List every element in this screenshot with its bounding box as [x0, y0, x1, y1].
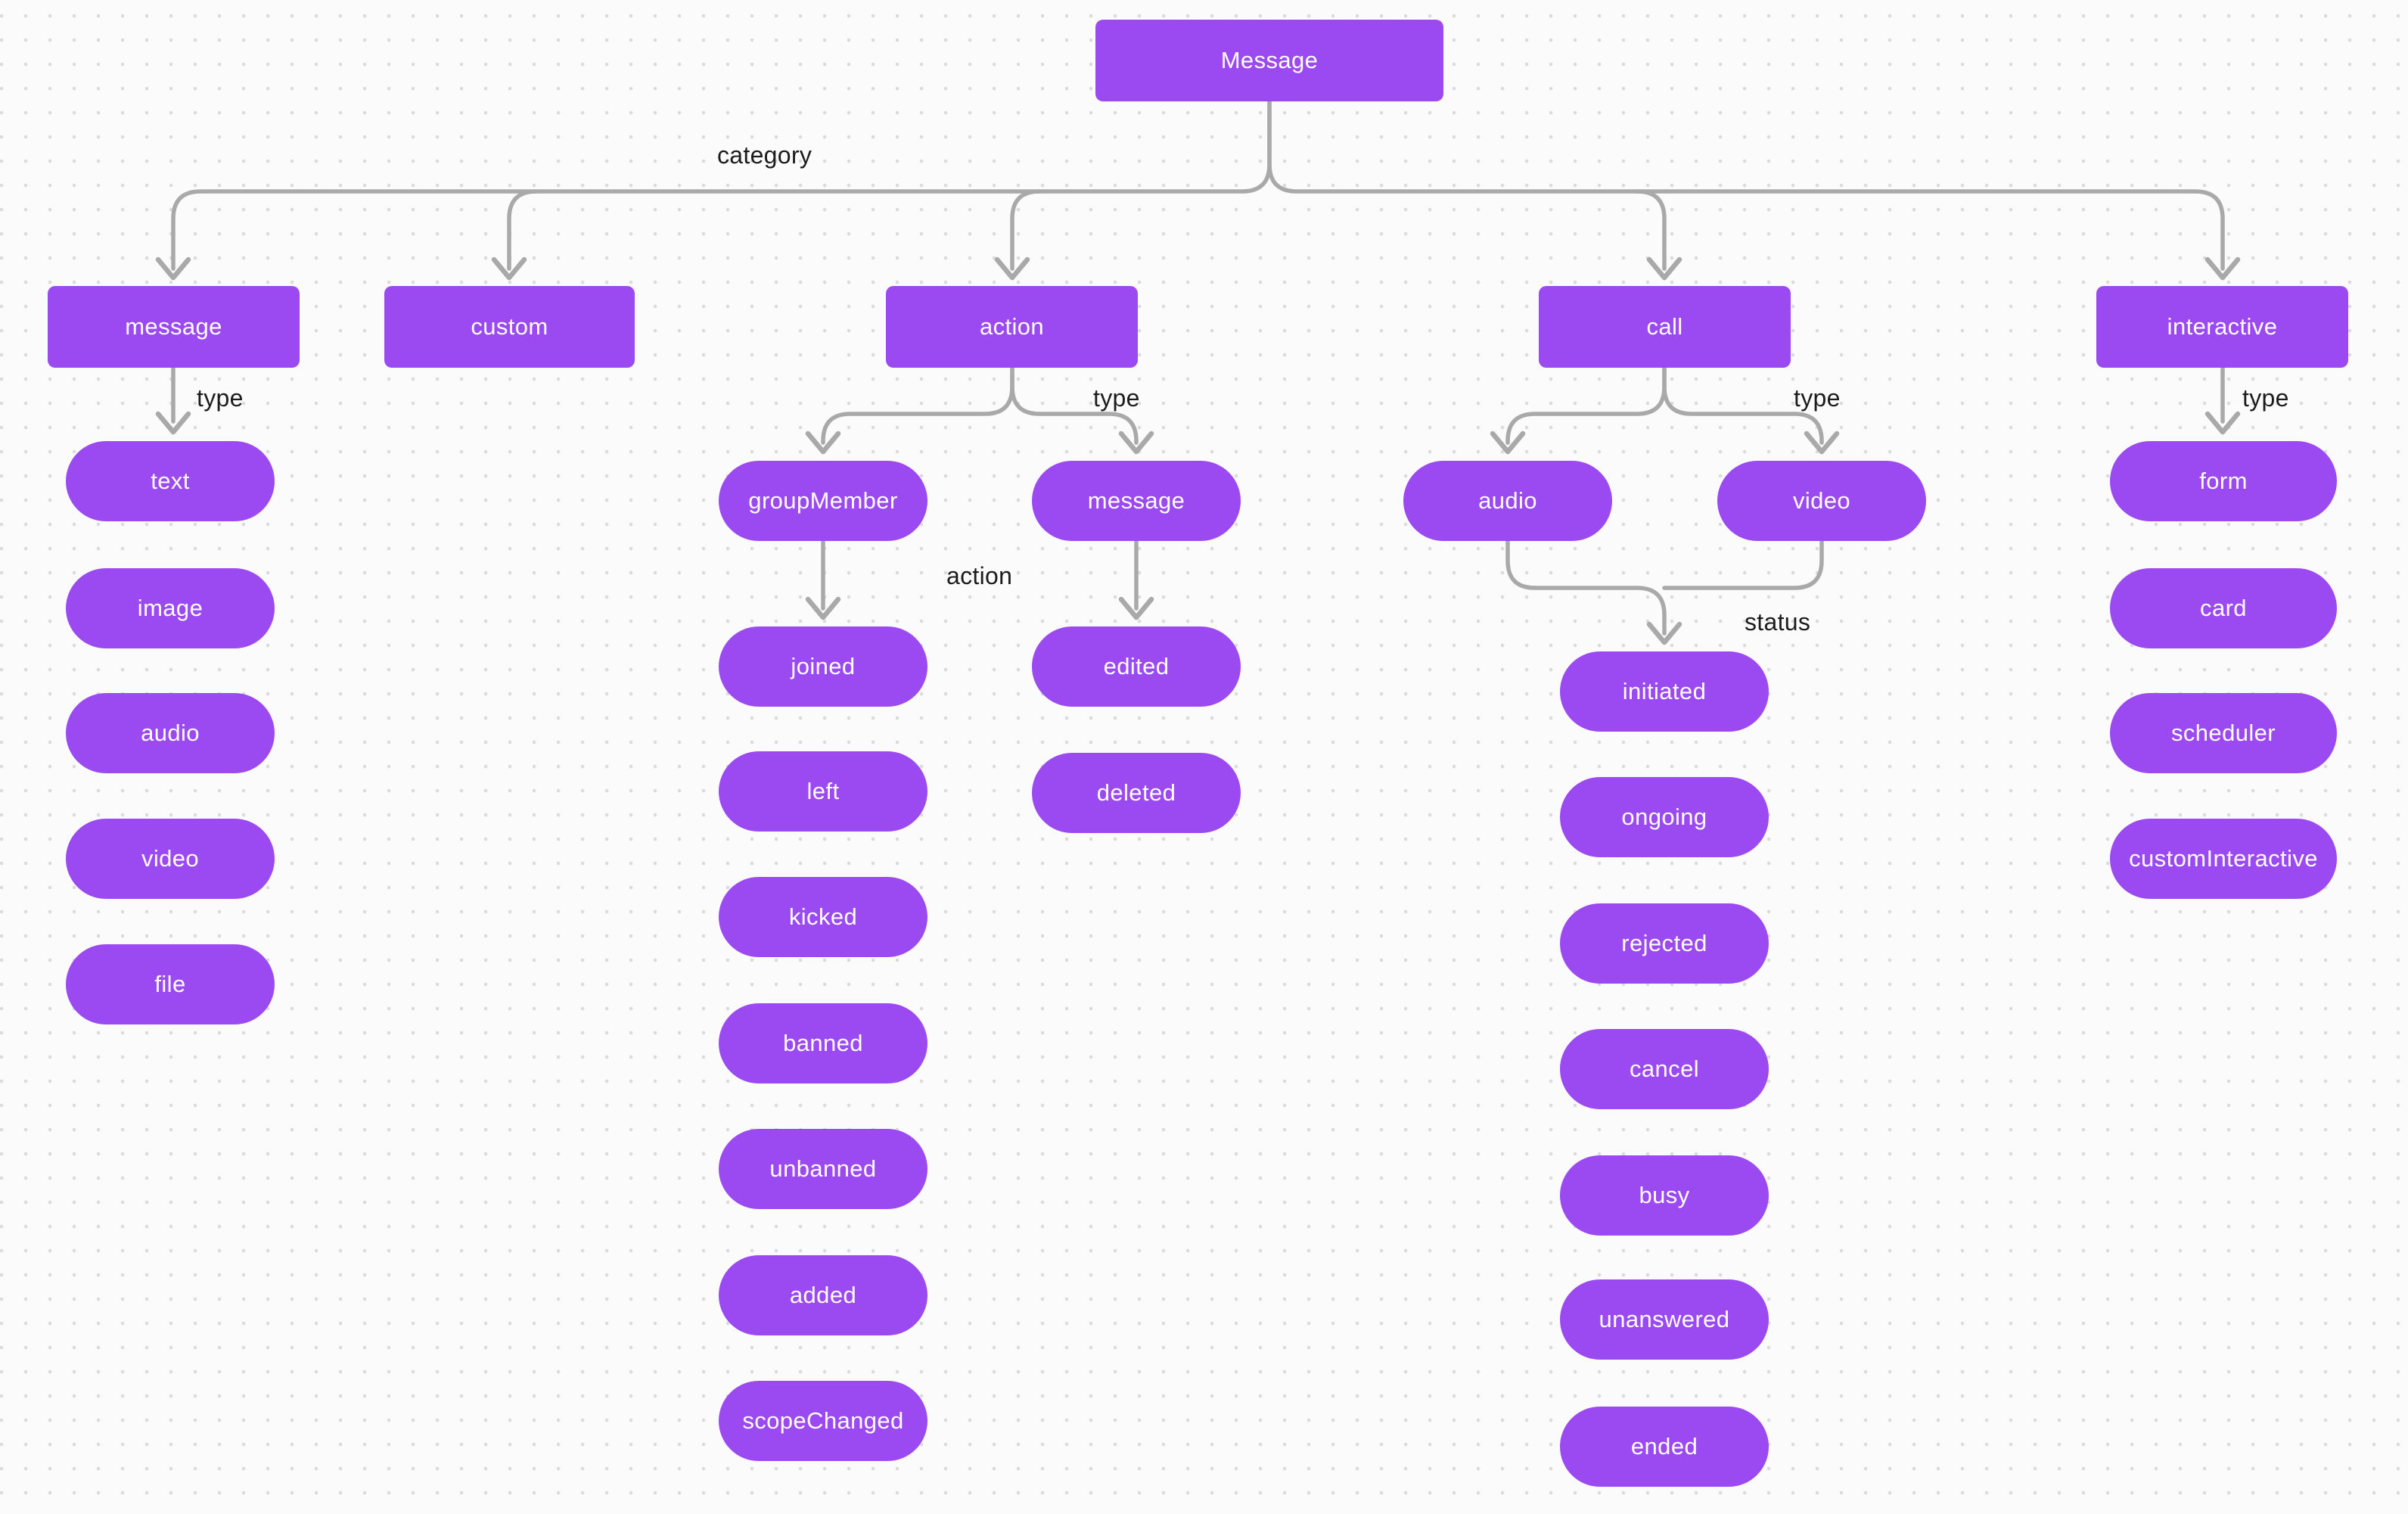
- node-message-root[interactable]: Message: [1095, 20, 1443, 101]
- edge-label-interactive-type: type: [2242, 384, 2289, 412]
- node-actiontype-message[interactable]: message: [1032, 461, 1241, 541]
- node-callstatus-ended[interactable]: ended: [1560, 1407, 1769, 1487]
- edge-label-call-status: status: [1745, 608, 1811, 636]
- edge-label-call-type: type: [1794, 384, 1841, 412]
- node-callstatus-ongoing[interactable]: ongoing: [1560, 777, 1769, 857]
- node-callstatus-rejected[interactable]: rejected: [1560, 903, 1769, 984]
- node-category-custom[interactable]: custom: [384, 286, 635, 368]
- node-callstatus-unanswered[interactable]: unanswered: [1560, 1279, 1769, 1360]
- node-calltype-video[interactable]: video: [1717, 461, 1926, 541]
- node-interactivetype-card[interactable]: card: [2110, 568, 2337, 648]
- node-category-action[interactable]: action: [886, 286, 1138, 368]
- node-gmaction-left[interactable]: left: [719, 751, 927, 832]
- node-gmaction-joined[interactable]: joined: [719, 626, 927, 707]
- node-gmaction-added[interactable]: added: [719, 1255, 927, 1335]
- edge-label-category: category: [717, 141, 813, 169]
- node-callstatus-initiated[interactable]: initiated: [1560, 651, 1769, 732]
- node-callstatus-busy[interactable]: busy: [1560, 1155, 1769, 1236]
- node-msgaction-deleted[interactable]: deleted: [1032, 753, 1241, 833]
- node-msgtype-video[interactable]: video: [66, 819, 275, 899]
- node-gmaction-scopechanged[interactable]: scopeChanged: [719, 1381, 927, 1461]
- edge-label-message-type: type: [197, 384, 244, 412]
- node-gmaction-kicked[interactable]: kicked: [719, 877, 927, 957]
- node-category-call[interactable]: call: [1539, 286, 1791, 368]
- edge-label-action-type: type: [1093, 384, 1140, 412]
- node-callstatus-cancel[interactable]: cancel: [1560, 1029, 1769, 1109]
- node-msgaction-edited[interactable]: edited: [1032, 626, 1241, 707]
- node-interactivetype-form[interactable]: form: [2110, 441, 2337, 521]
- node-msgtype-file[interactable]: file: [66, 944, 275, 1024]
- node-msgtype-image[interactable]: image: [66, 568, 275, 648]
- node-calltype-audio[interactable]: audio: [1403, 461, 1612, 541]
- edge-label-group-action: action: [946, 562, 1013, 589]
- node-msgtype-text[interactable]: text: [66, 441, 275, 521]
- node-category-interactive[interactable]: interactive: [2096, 286, 2348, 368]
- node-gmaction-unbanned[interactable]: unbanned: [719, 1129, 927, 1209]
- node-interactivetype-custominteractive[interactable]: customInteractive: [2110, 819, 2337, 899]
- node-msgtype-audio[interactable]: audio: [66, 693, 275, 773]
- node-actiontype-groupmember[interactable]: groupMember: [719, 461, 927, 541]
- node-gmaction-banned[interactable]: banned: [719, 1003, 927, 1083]
- node-interactivetype-scheduler[interactable]: scheduler: [2110, 693, 2337, 773]
- node-category-message[interactable]: message: [48, 286, 300, 368]
